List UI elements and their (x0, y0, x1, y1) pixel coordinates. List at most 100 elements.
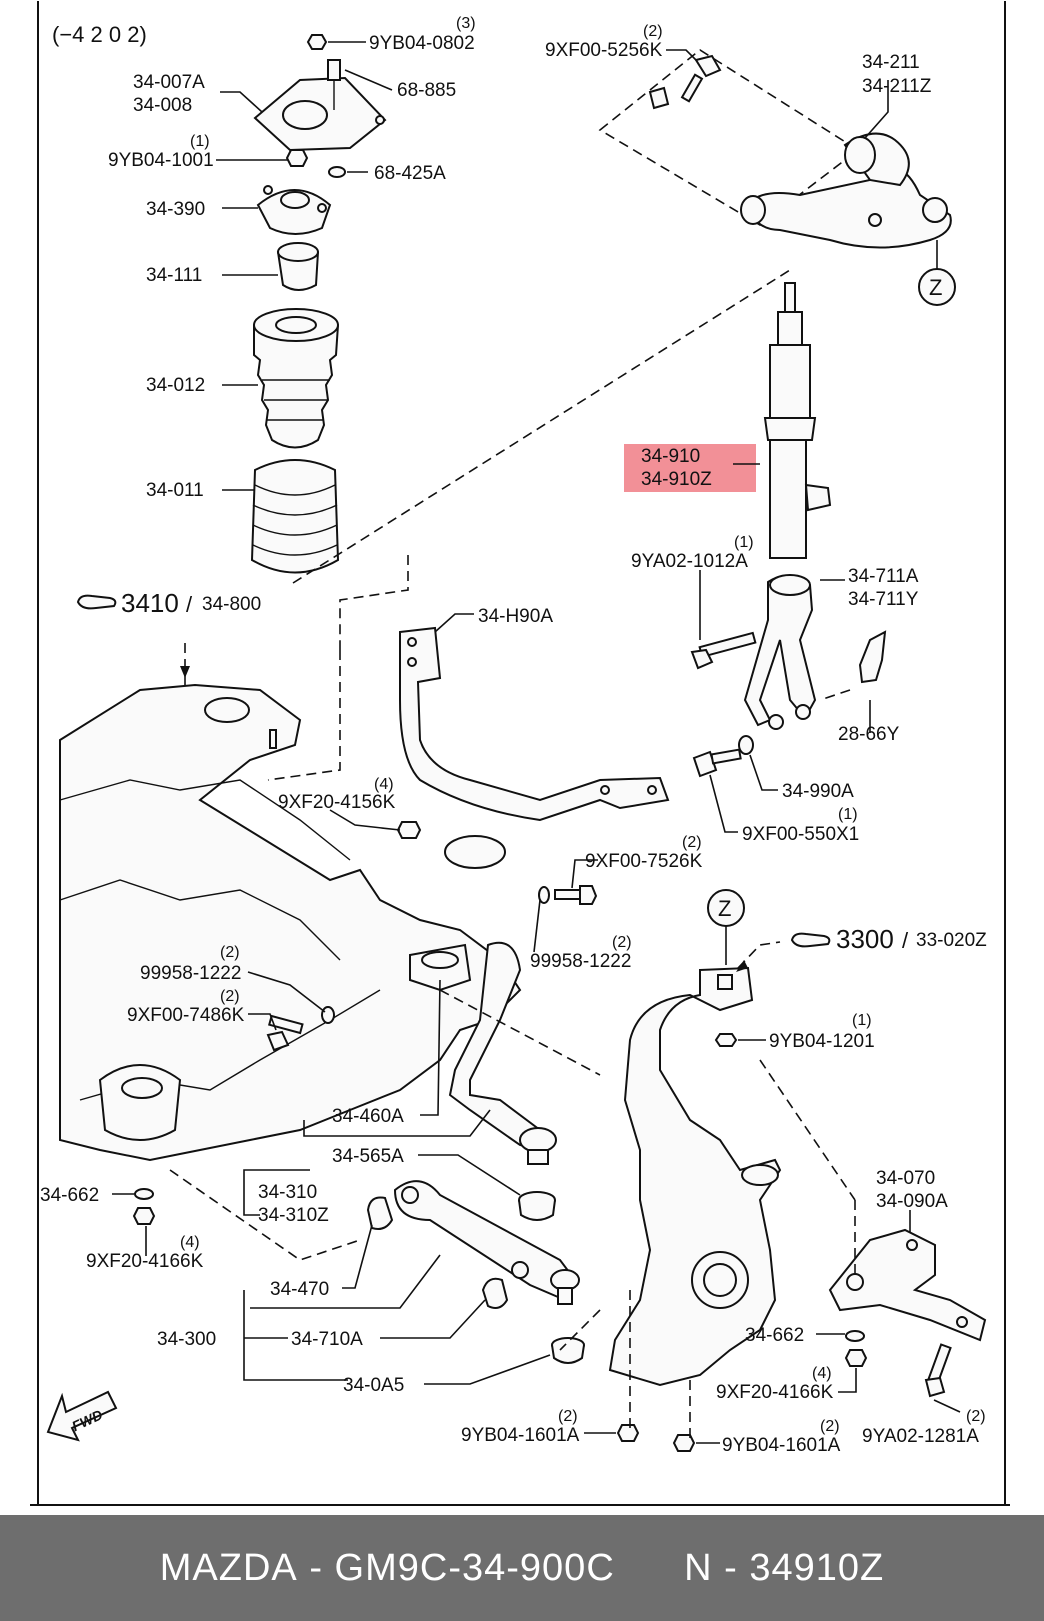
bolt-9XF00-550X1[interactable] (692, 748, 742, 778)
nut-9YB04-1201[interactable] (714, 1033, 738, 1047)
bolt-9XF00-5256K[interactable] (648, 54, 722, 110)
strut-mount-plate[interactable] (253, 76, 387, 152)
nut-9YB04-1001[interactable] (285, 149, 309, 167)
highlight-box (624, 444, 756, 492)
ref-3300-slash: / (902, 928, 909, 953)
ball-joint-34-0A5[interactable] (550, 1269, 585, 1364)
label-34-070: 34-070 (876, 1168, 935, 1189)
strut-top-mount-34-390[interactable] (256, 185, 332, 235)
label-34-662-right: 34-662 (745, 1325, 804, 1346)
label-9YB04-1601A-a: 9YB04-1601A (461, 1425, 580, 1446)
mount-nut[interactable] (306, 34, 328, 50)
dust-boot-34-012[interactable] (253, 308, 340, 449)
label-34-300: 34-300 (157, 1329, 216, 1350)
label-9XF20-4166K-left: 9XF20-4166K (86, 1251, 204, 1272)
subframe[interactable] (59, 683, 522, 1162)
washer-34-662-left[interactable] (134, 1188, 154, 1200)
label-34-007A: 34-007A (133, 72, 205, 93)
ref-3410-ref: 34-800 (202, 594, 261, 615)
qty-9YB04-1201: (1) (852, 1012, 872, 1029)
callout-z-lower[interactable]: Z (707, 889, 745, 965)
ref-3300-num: 3300 (836, 924, 894, 954)
qty-9XF20-4166K-left: (4) (180, 1234, 200, 1251)
footer-part-number: GM9C-34-900C (334, 1546, 615, 1589)
label-9YB04-1201: 9YB04-1201 (769, 1031, 875, 1052)
mount-stud-68-885[interactable] (327, 59, 341, 110)
nut-9XF20-4166K-right[interactable] (844, 1349, 868, 1367)
leader-lines-mid-right (699, 463, 871, 833)
qty-9XF00-7486K: (2) (220, 988, 240, 1005)
washer-34-662-right[interactable] (845, 1330, 865, 1342)
nut-9XF20-4166K-left[interactable] (132, 1207, 156, 1225)
upper-control-arm-34-211[interactable] (740, 132, 952, 249)
label-34-H90A: 34-H90A (478, 606, 553, 627)
label-9YA02-1281A: 9YA02-1281A (862, 1426, 979, 1447)
dashed-upper-arm-box (598, 49, 860, 226)
qty-9XF00-550X1: (1) (838, 806, 858, 823)
label-9YB04-0802: 9YB04-0802 (369, 33, 475, 54)
oring-68-425A[interactable] (328, 166, 346, 178)
nut-9XF20-4156K[interactable] (396, 821, 422, 839)
ball-joint-34-460A[interactable] (519, 1127, 557, 1165)
label-34-211: 34-211 (862, 52, 920, 73)
label-34-310: 34-310 (258, 1182, 317, 1203)
fwd-arrow-icon: FWD (46, 1390, 118, 1442)
label-34-990A: 34-990A (782, 781, 854, 802)
label-34-662-left: 34-662 (40, 1185, 99, 1206)
leader-lines-upper-right (666, 49, 889, 139)
label-9YB04-1001: 9YB04-1001 (108, 150, 214, 171)
bolt-9YA02-1012A[interactable] (690, 631, 757, 670)
bracket-28-66Y[interactable] (858, 630, 887, 684)
leader-lines-lower-arms (169, 979, 601, 1385)
coil-spring-34-011[interactable] (250, 459, 340, 574)
label-34-090A: 34-090A (876, 1191, 948, 1212)
nut-9YB04-1601A-a[interactable] (616, 1424, 640, 1442)
label-9XF00-7486K: 9XF00-7486K (127, 1005, 245, 1026)
qty-99958-1222-b: (2) (220, 944, 240, 961)
front-lower-arm-34-310[interactable] (409, 941, 541, 1152)
leader-34-H90A (434, 613, 474, 633)
bushing-34-710A[interactable] (481, 1277, 509, 1309)
nut-9YB04-1601A-b[interactable] (672, 1434, 696, 1452)
washer-99958-1222-a[interactable] (538, 886, 550, 904)
label-9YB04-1601A-b: 9YB04-1601A (722, 1435, 841, 1456)
label-34-0A5: 34-0A5 (343, 1375, 404, 1396)
qty-9YB04-1001: (1) (190, 133, 210, 150)
strut-fork-34-711A[interactable] (743, 574, 817, 730)
washer-99958-1222-b[interactable] (321, 1006, 335, 1024)
label-99958-1222-a: 99958-1222 (530, 951, 631, 972)
ref-3410-slash: / (186, 592, 193, 617)
label-34-310Z: 34-310Z (258, 1205, 329, 1226)
label-34-111: 34-111 (146, 265, 202, 286)
washer-34-990A[interactable] (738, 735, 754, 755)
label-34-211Z: 34-211Z (862, 76, 932, 97)
boot-34-565A[interactable] (518, 1191, 556, 1221)
bolt-9YA02-1281A[interactable] (924, 1343, 952, 1398)
bracket-34-070[interactable] (828, 1228, 987, 1342)
bolt-9XF00-7486K[interactable] (266, 1014, 304, 1052)
label-68-885: 68-885 (397, 80, 456, 101)
bushing-34-470[interactable] (366, 1196, 394, 1230)
label-34-710A: 34-710A (291, 1329, 363, 1350)
qty-9YA02-1012A: (1) (734, 534, 754, 551)
footer-brand: MAZDA (159, 1546, 298, 1589)
label-9XF00-550X1: 9XF00-550X1 (742, 824, 859, 845)
pointing-hand-icon-3410 (76, 594, 117, 610)
callout-z-upper-letter: Z (929, 275, 942, 300)
qty-9YB04-1601A-a: (2) (558, 1408, 578, 1425)
label-34-390: 34-390 (146, 199, 205, 220)
label-34-460A: 34-460A (332, 1106, 404, 1127)
leader-lines-knuckle (112, 941, 961, 1444)
footer-sep: - (297, 1546, 335, 1589)
footer-bar: MAZDA - GM9C-34-900C N - 34910Z (0, 1515, 1044, 1621)
label-34-470: 34-470 (270, 1279, 329, 1300)
label-9XF20-4156K: 9XF20-4156K (278, 792, 396, 813)
bound-stopper-34-111[interactable] (276, 242, 320, 291)
label-9XF20-4166K-right: 9XF20-4166K (716, 1382, 834, 1403)
shock-absorber-34-910[interactable] (763, 282, 832, 559)
bolt-9XF00-7526K[interactable] (554, 885, 598, 905)
label-34-910Z: 34-910Z (641, 469, 712, 490)
callout-z-upper[interactable]: Z (918, 240, 956, 306)
steering-knuckle[interactable] (608, 966, 782, 1387)
stabilizer-bar-34-H90A[interactable] (399, 626, 670, 822)
